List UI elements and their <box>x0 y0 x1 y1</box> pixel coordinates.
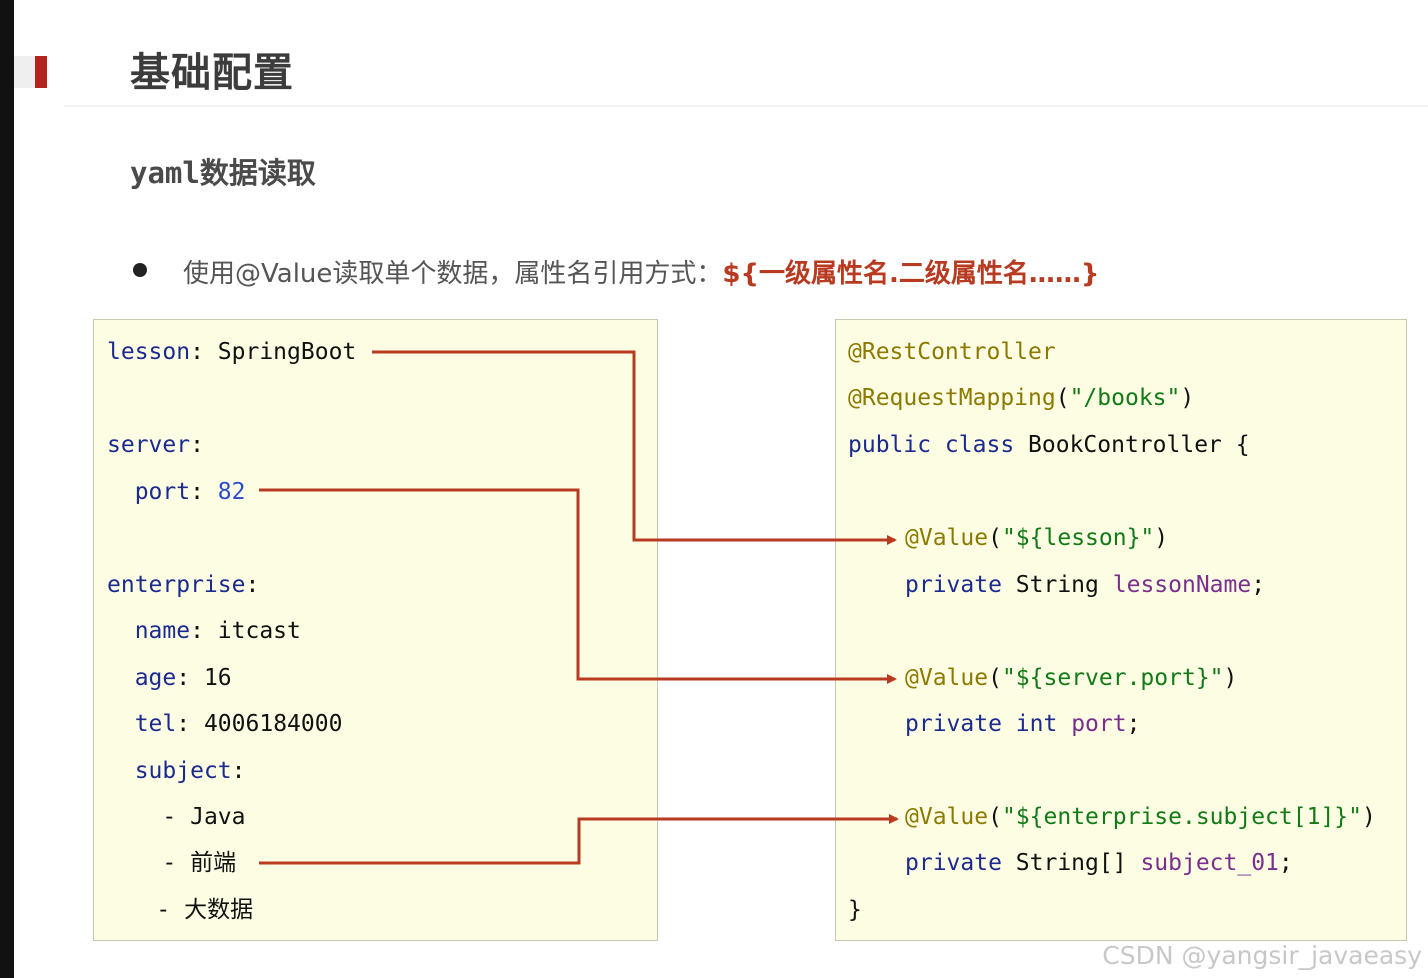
title-accent-bar <box>35 56 47 88</box>
header-divider <box>64 105 1428 107</box>
yaml-value: itcast <box>217 618 301 644</box>
yaml-list-value: Java <box>190 804 246 830</box>
java-keyword: private <box>905 572 1002 598</box>
yaml-line-subject-2: - 大数据 <box>101 897 254 923</box>
java-keyword: private <box>905 711 1002 737</box>
bullet-highlight: ${一级属性名.二级属性名……} <box>722 259 1100 289</box>
java-class-name: BookController { <box>1028 432 1250 458</box>
java-string: "${enterprise.subject[1]}" <box>1001 804 1362 830</box>
yaml-value: 4006184000 <box>203 711 343 737</box>
yaml-key: tel <box>134 711 177 737</box>
java-type: int <box>1015 711 1058 737</box>
accent-shadow <box>14 56 35 88</box>
yaml-key: server <box>107 432 191 458</box>
java-field-name: subject_01 <box>1140 850 1279 876</box>
java-string: "${server.port}" <box>1001 665 1224 691</box>
java-string: "/books" <box>1069 385 1181 411</box>
bullet-icon <box>133 263 147 277</box>
yaml-value: 82 <box>217 479 246 505</box>
yaml-key: subject <box>134 758 232 784</box>
yaml-line-subject: subject: <box>134 758 246 784</box>
java-line-close: } <box>848 895 862 925</box>
java-annotation: @RequestMapping <box>848 385 1056 411</box>
java-brace: } <box>848 897 862 923</box>
java-annotation: @Value <box>905 525 989 551</box>
java-annotation: @Value <box>905 804 989 830</box>
yaml-value: 16 <box>203 665 232 691</box>
java-line-field2: private int port; <box>905 711 1141 737</box>
java-type: String <box>1015 572 1099 598</box>
yaml-line-tel: tel: 4006184000 <box>134 711 343 737</box>
yaml-key: name <box>134 618 191 644</box>
java-line-value3: @Value("${enterprise.subject[1]}") <box>905 804 1376 830</box>
java-line-value2: @Value("${server.port}") <box>905 665 1238 691</box>
yaml-list-value: 大数据 <box>184 897 254 923</box>
java-line-requestmapping: @RequestMapping("/books") <box>848 385 1195 411</box>
section-subtitle: yaml数据读取 <box>130 156 316 190</box>
yaml-key: lesson <box>107 339 191 365</box>
java-line-class: public class BookController { <box>848 430 1250 460</box>
yaml-line-subject-1: - 前端 <box>107 850 237 876</box>
java-annotation: @Value <box>905 665 989 691</box>
left-rail <box>0 0 14 978</box>
yaml-line-port: port: 82 <box>134 479 246 505</box>
bullet-text: 使用@Value读取单个数据，属性名引用方式：${一级属性名.二级属性名……} <box>183 253 1099 290</box>
java-annotation: @RestController <box>848 339 1056 365</box>
yaml-list-value: 前端 <box>190 850 237 876</box>
yaml-line-enterprise: enterprise: <box>107 572 260 598</box>
java-line-value1: @Value("${lesson}") <box>905 525 1169 551</box>
java-line-field1: private String lessonName; <box>905 572 1266 598</box>
yaml-key: port <box>134 479 191 505</box>
yaml-line-name: name: itcast <box>134 618 301 644</box>
java-line-restcontroller: @RestController <box>848 337 1056 367</box>
yaml-key: age <box>134 665 177 691</box>
yaml-line-server: server: <box>107 432 204 458</box>
yaml-value: SpringBoot <box>217 339 357 365</box>
yaml-line-age: age: 16 <box>134 665 232 691</box>
yaml-line-lesson: lesson: SpringBoot <box>107 339 357 365</box>
java-panel <box>835 319 1407 941</box>
page-title: 基础配置 <box>130 50 294 96</box>
yaml-key: enterprise <box>107 572 246 598</box>
java-line-field3: private String[] subject_01; <box>905 850 1293 876</box>
bullet-description: 使用@Value读取单个数据，属性名引用方式： <box>183 259 723 289</box>
yaml-line-subject-0: - Java <box>107 804 246 830</box>
java-keyword: private <box>905 850 1002 876</box>
csdn-watermark: CSDN @yangsir_javaeasy <box>1102 941 1422 970</box>
java-string: "${lesson}" <box>1001 525 1155 551</box>
java-field-name: lessonName <box>1112 572 1252 598</box>
java-keyword: public class <box>848 432 1015 458</box>
java-type: String[] <box>1015 850 1127 876</box>
java-field-name: port <box>1071 711 1127 737</box>
